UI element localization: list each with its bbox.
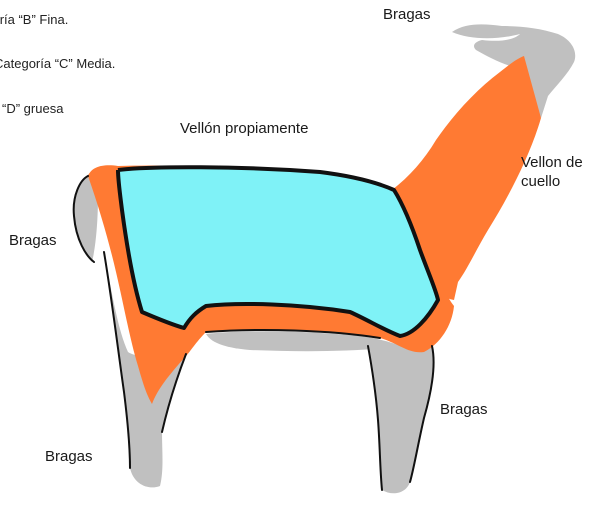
legend-category-d: oría “D” gruesa bbox=[0, 101, 63, 117]
bragas-head-label: Bragas bbox=[383, 6, 431, 25]
legend-category-b: egoría “B” Fina. bbox=[0, 12, 68, 28]
legend-category-c: Categoría “C” Media. bbox=[0, 56, 115, 72]
bragas-rump-label: Bragas bbox=[9, 232, 57, 251]
bragas-front-label: Bragas bbox=[440, 401, 488, 420]
bragas-hind-label: Bragas bbox=[45, 448, 93, 467]
vellon-propiamente-label: Vellón propiamente bbox=[180, 120, 308, 139]
vellon-cuello-label: Vellon de cuello bbox=[521, 154, 601, 192]
